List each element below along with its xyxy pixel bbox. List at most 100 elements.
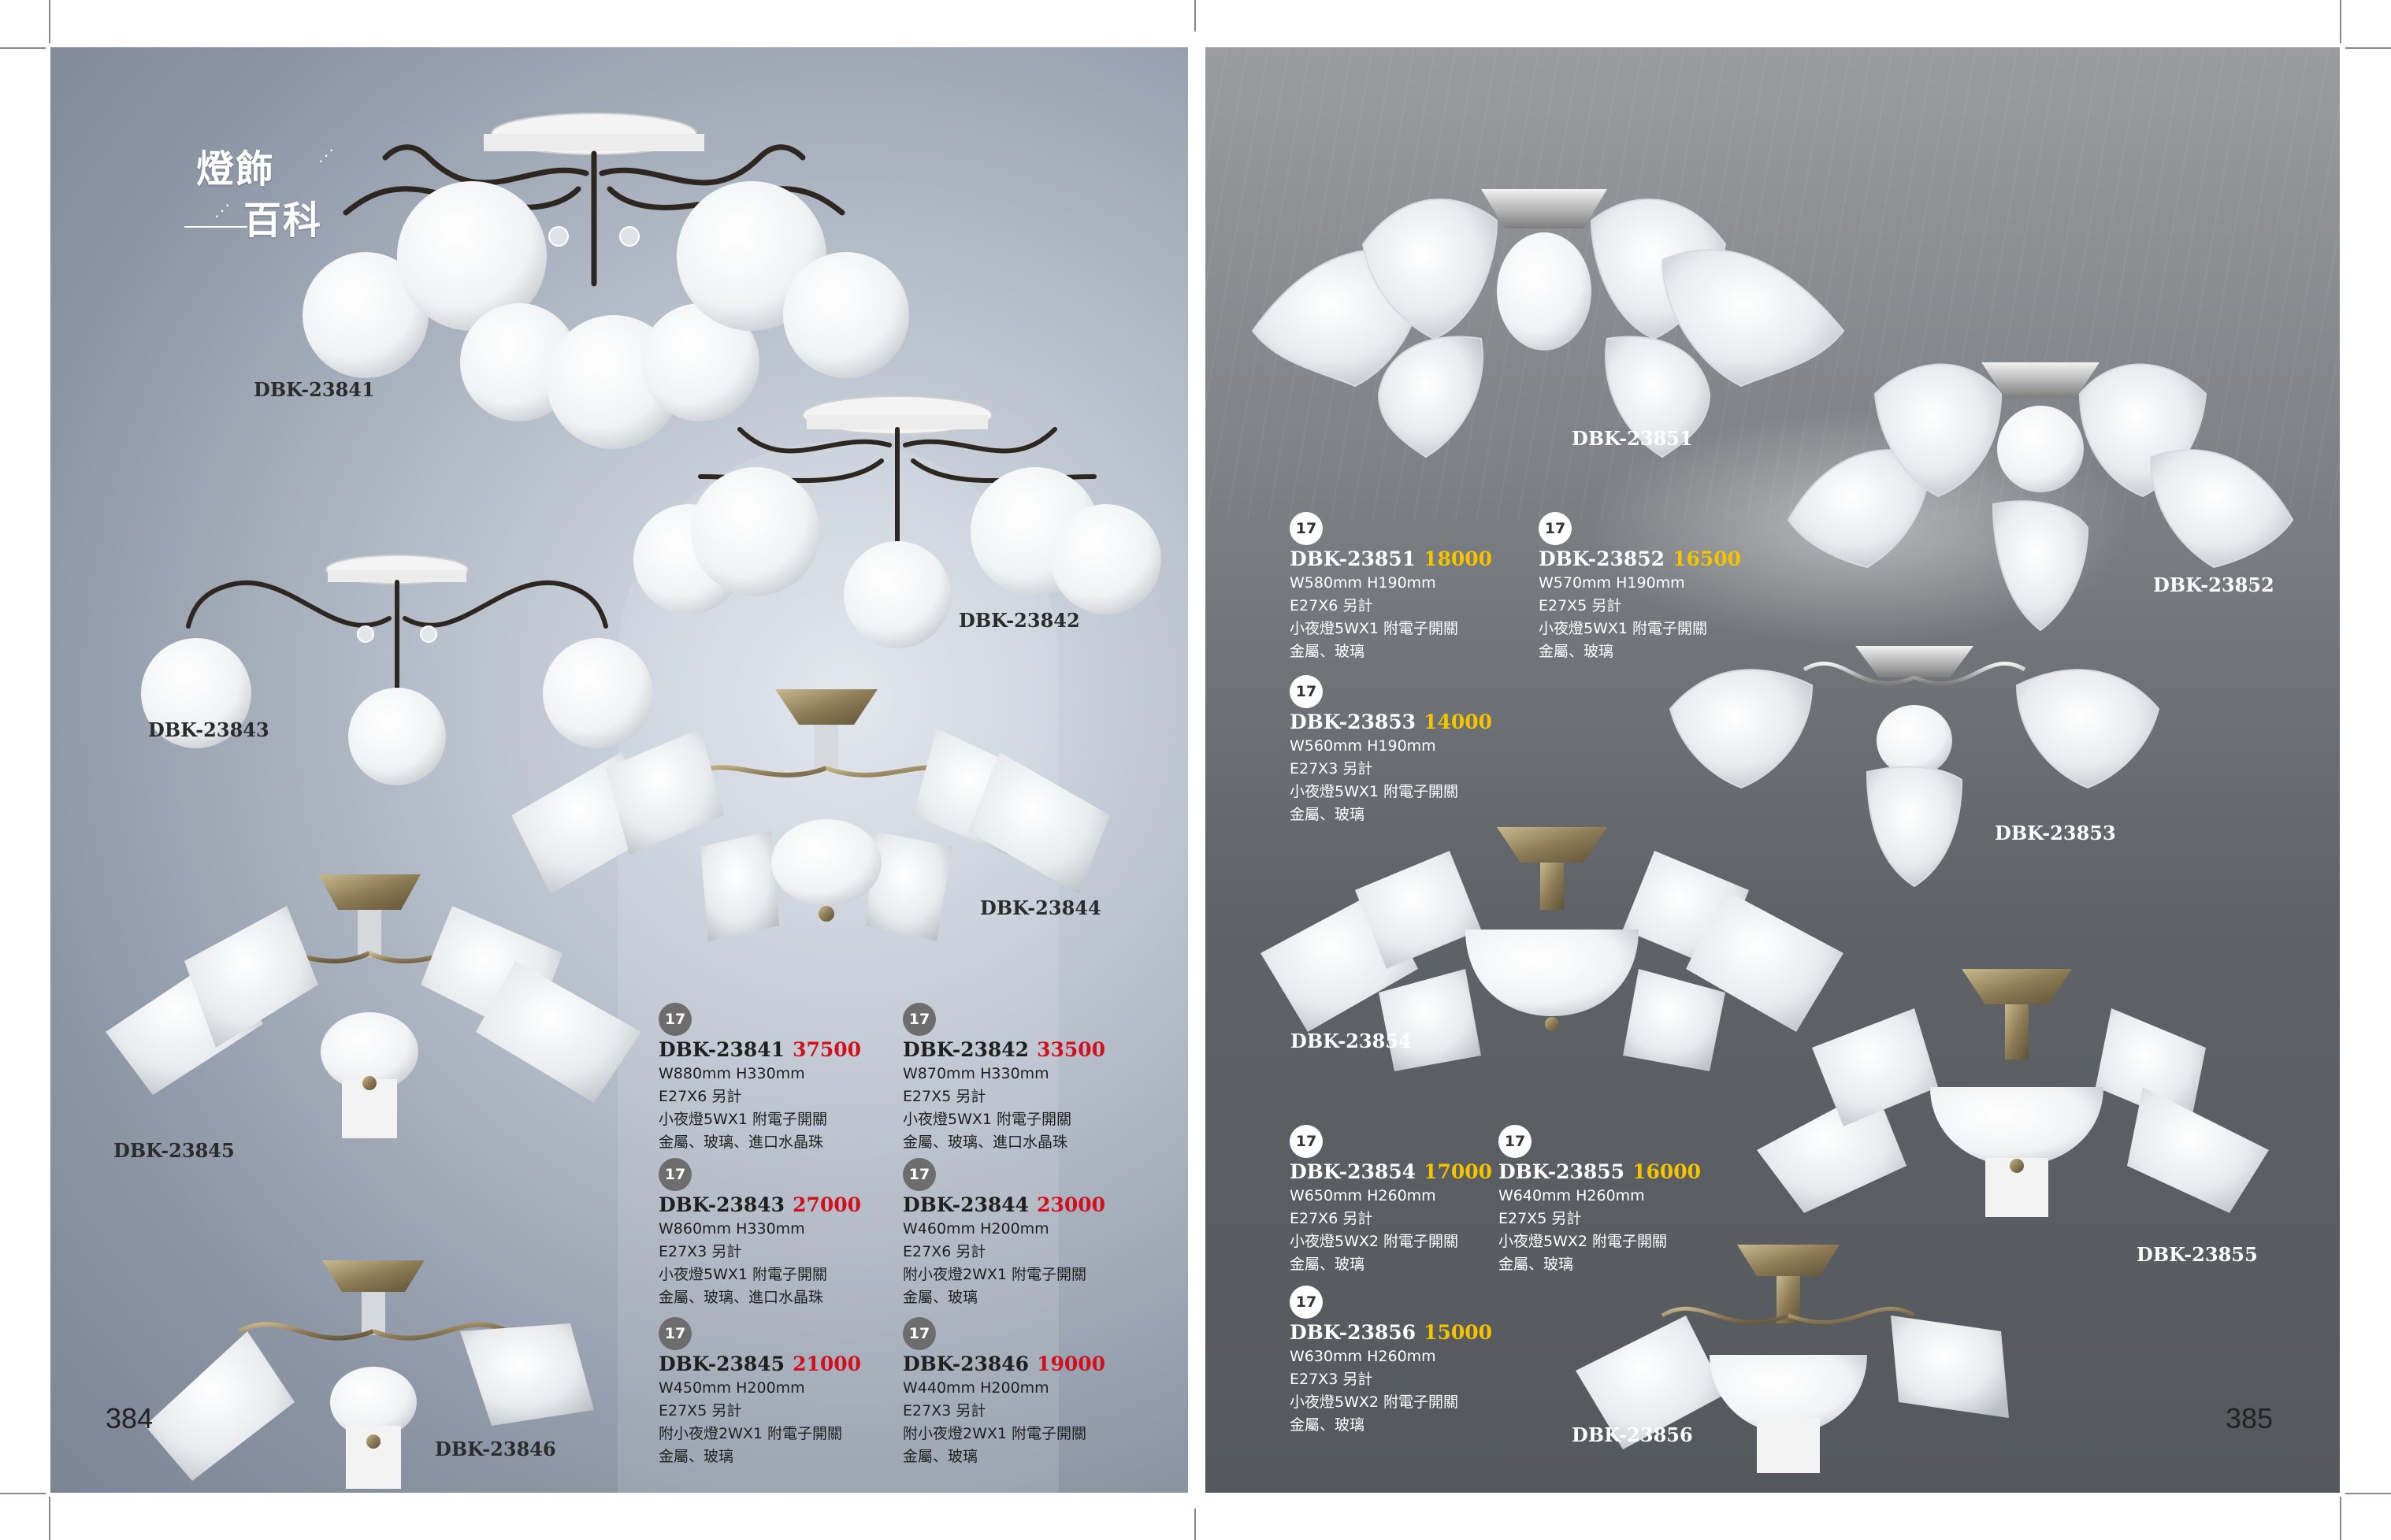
product-price: 17000 [1424,1160,1493,1183]
product-image-dbk-23843 [141,555,653,785]
product-night-light: 小夜燈5WX1 附電子開關 [1290,783,1459,800]
logo-text-line2: 百科 [243,199,323,243]
product-size: W560mm H190mm [1290,737,1436,755]
product-image-dbk-23841 [303,113,909,449]
product-image-dbk-23856 [1576,1245,2009,1473]
product-price: 27000 [793,1193,862,1216]
product-image-dbk-23854 [1260,827,1843,1071]
crop-mark [0,47,46,49]
product-material: 金屬、玻璃 [1498,1256,1574,1273]
product-image-label: DBK-23845 [113,1139,235,1162]
product-material: 金屬、玻璃 [659,1448,734,1465]
product-image-label: DBK-23856 [1572,1423,1693,1446]
series-badge: 17 [1290,675,1323,708]
logo-dots-icon: ⋰ [318,146,337,165]
page-number-right: 385 [2226,1402,2274,1434]
series-badge: 17 [903,1003,936,1036]
crop-mark [2340,1497,2341,1540]
product-night-light: 小夜燈5WX1 附電子開關 [659,1111,828,1128]
product-image-dbk-23855 [1757,969,2269,1217]
crop-mark [49,1497,50,1540]
product-model: DBK-23854 [1290,1160,1416,1183]
product-model: DBK-23842 [903,1038,1030,1061]
logo-dots-icon: ⋰ [214,201,233,220]
product-spec-dbk-23856: 17 DBK-23856 15000 W630mm H260mm E27X3 另計… [1290,1286,1526,1437]
product-size: W860mm H330mm [659,1220,805,1238]
product-price: 15000 [1424,1321,1493,1344]
crop-mark [49,0,50,43]
catalog-page-right: DBK-23851 DBK-23852 DBK-23853 [1205,47,2340,1493]
product-material: 金屬、玻璃 [1290,806,1365,823]
product-material: 金屬、玻璃 [1539,643,1614,660]
product-image-label: DBK-23846 [435,1438,556,1460]
crop-mark [1194,0,1196,32]
product-price: 21000 [793,1353,862,1375]
product-price: 18000 [1424,547,1493,570]
product-bulb: E27X3 另計 [1290,1371,1373,1388]
product-image-label: DBK-23842 [959,609,1080,632]
product-night-light: 小夜燈5WX1 附電子開關 [903,1111,1072,1128]
product-image-label: DBK-23854 [1290,1030,1412,1052]
catalog-logo: ⋰ 燈飾 ⋰ 百科 [129,130,350,248]
product-size: W440mm H200mm [903,1379,1049,1397]
crop-mark [0,1493,46,1494]
series-badge: 17 [1290,512,1323,545]
product-image-dbk-23842 [633,395,1161,648]
catalog-page-left: ⋰ 燈飾 ⋰ 百科 DBK-23841 [50,47,1188,1493]
product-price: 23000 [1037,1193,1106,1216]
product-size: W870mm H330mm [903,1065,1049,1082]
product-night-light: 附小夜燈2WX1 附電子開關 [903,1425,1087,1442]
logo-text-line1: 燈飾 [196,147,276,191]
product-material: 金屬、玻璃 [903,1289,978,1306]
product-image-label: DBK-23841 [254,378,375,401]
product-image-dbk-23852 [1787,362,2294,632]
product-image-label: DBK-23851 [1572,427,1693,450]
product-bulb: E27X5 另計 [1498,1210,1582,1227]
product-night-light: 小夜燈5WX2 附電子開關 [1498,1233,1668,1250]
product-bulb: E27X6 另計 [903,1243,986,1260]
product-price: 33500 [1037,1038,1106,1061]
series-badge: 17 [903,1317,936,1350]
crop-mark [2345,47,2391,49]
series-badge: 17 [903,1158,936,1191]
product-size: W580mm H190mm [1290,574,1436,592]
product-price: 14000 [1424,711,1493,733]
series-badge: 17 [1290,1286,1323,1319]
product-model: DBK-23843 [659,1193,785,1216]
product-bulb: E27X3 另計 [659,1243,742,1260]
product-price: 37500 [793,1038,862,1061]
background-arch [618,441,1059,1493]
product-night-light: 附小夜燈2WX1 附電子開關 [659,1425,843,1442]
product-image-dbk-23846 [145,1260,594,1489]
product-night-light: 小夜燈5WX1 附電子開關 [659,1266,828,1283]
product-price: 16000 [1632,1160,1702,1183]
product-image-label: DBK-23843 [148,718,269,741]
product-bulb: E27X3 另計 [903,1402,986,1419]
series-badge: 17 [659,1003,692,1036]
product-image-dbk-23845 [106,874,641,1138]
product-night-light: 附小夜燈2WX1 附電子開關 [903,1266,1087,1283]
product-size: W630mm H260mm [1290,1348,1436,1365]
product-night-light: 小夜燈5WX1 附電子開關 [1290,620,1459,637]
product-bulb: E27X5 另計 [903,1088,986,1105]
product-price: 16500 [1673,547,1742,570]
product-spec-dbk-23842: 17 DBK-23842 33500 W870mm H330mm E27X5 另計… [903,1003,1139,1154]
product-image-dbk-23851 [1251,189,1845,458]
product-bulb: E27X3 另計 [1290,760,1373,777]
product-image-label: DBK-23853 [1995,822,2116,844]
product-model: DBK-23841 [659,1038,785,1061]
series-badge: 17 [659,1317,692,1350]
product-model: DBK-23856 [1290,1321,1416,1344]
product-image-label: DBK-23844 [980,896,1101,919]
product-model: DBK-23855 [1498,1160,1625,1183]
product-size: W650mm H260mm [1290,1187,1436,1204]
page-number-left: 384 [106,1402,154,1434]
product-image-dbk-23853 [1669,646,2160,888]
